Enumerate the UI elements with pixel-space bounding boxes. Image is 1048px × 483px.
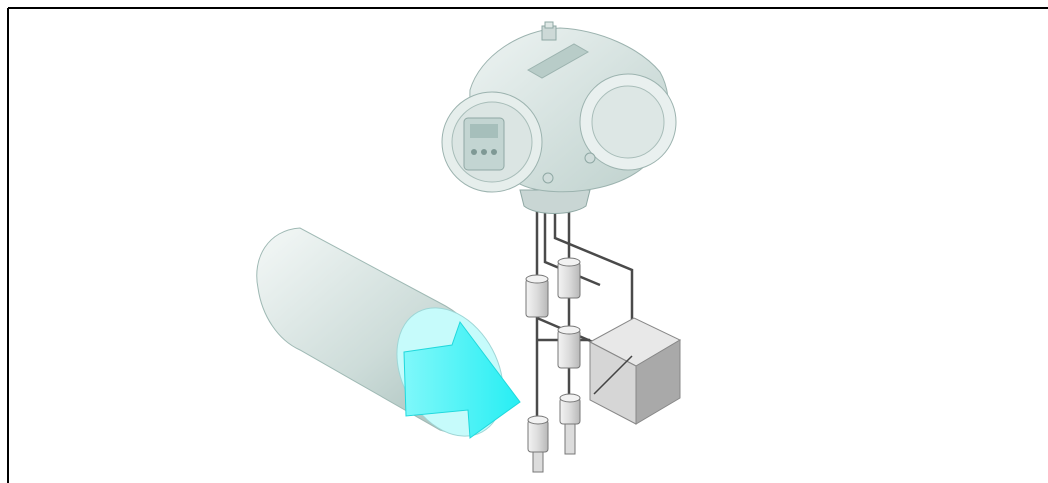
sensor-right-upper	[557, 257, 581, 299]
bolt	[584, 152, 596, 164]
sensor-right-lower	[559, 393, 581, 455]
flow-arrow	[403, 320, 521, 439]
sensor-right-middle	[557, 325, 581, 369]
cable-gland	[541, 21, 557, 41]
label-plate	[526, 43, 590, 79]
sensor-left-lower	[527, 415, 549, 473]
frame-lines	[7, 7, 1048, 483]
transmitter-housing	[441, 21, 677, 214]
display-window	[463, 117, 505, 171]
sensor-left-upper	[525, 274, 549, 318]
converter-symbol	[593, 355, 633, 395]
terminal-cover	[579, 73, 677, 171]
bolt	[542, 172, 554, 184]
display-cover	[441, 91, 543, 193]
converter-box	[588, 317, 682, 425]
housing-neck	[519, 189, 591, 214]
